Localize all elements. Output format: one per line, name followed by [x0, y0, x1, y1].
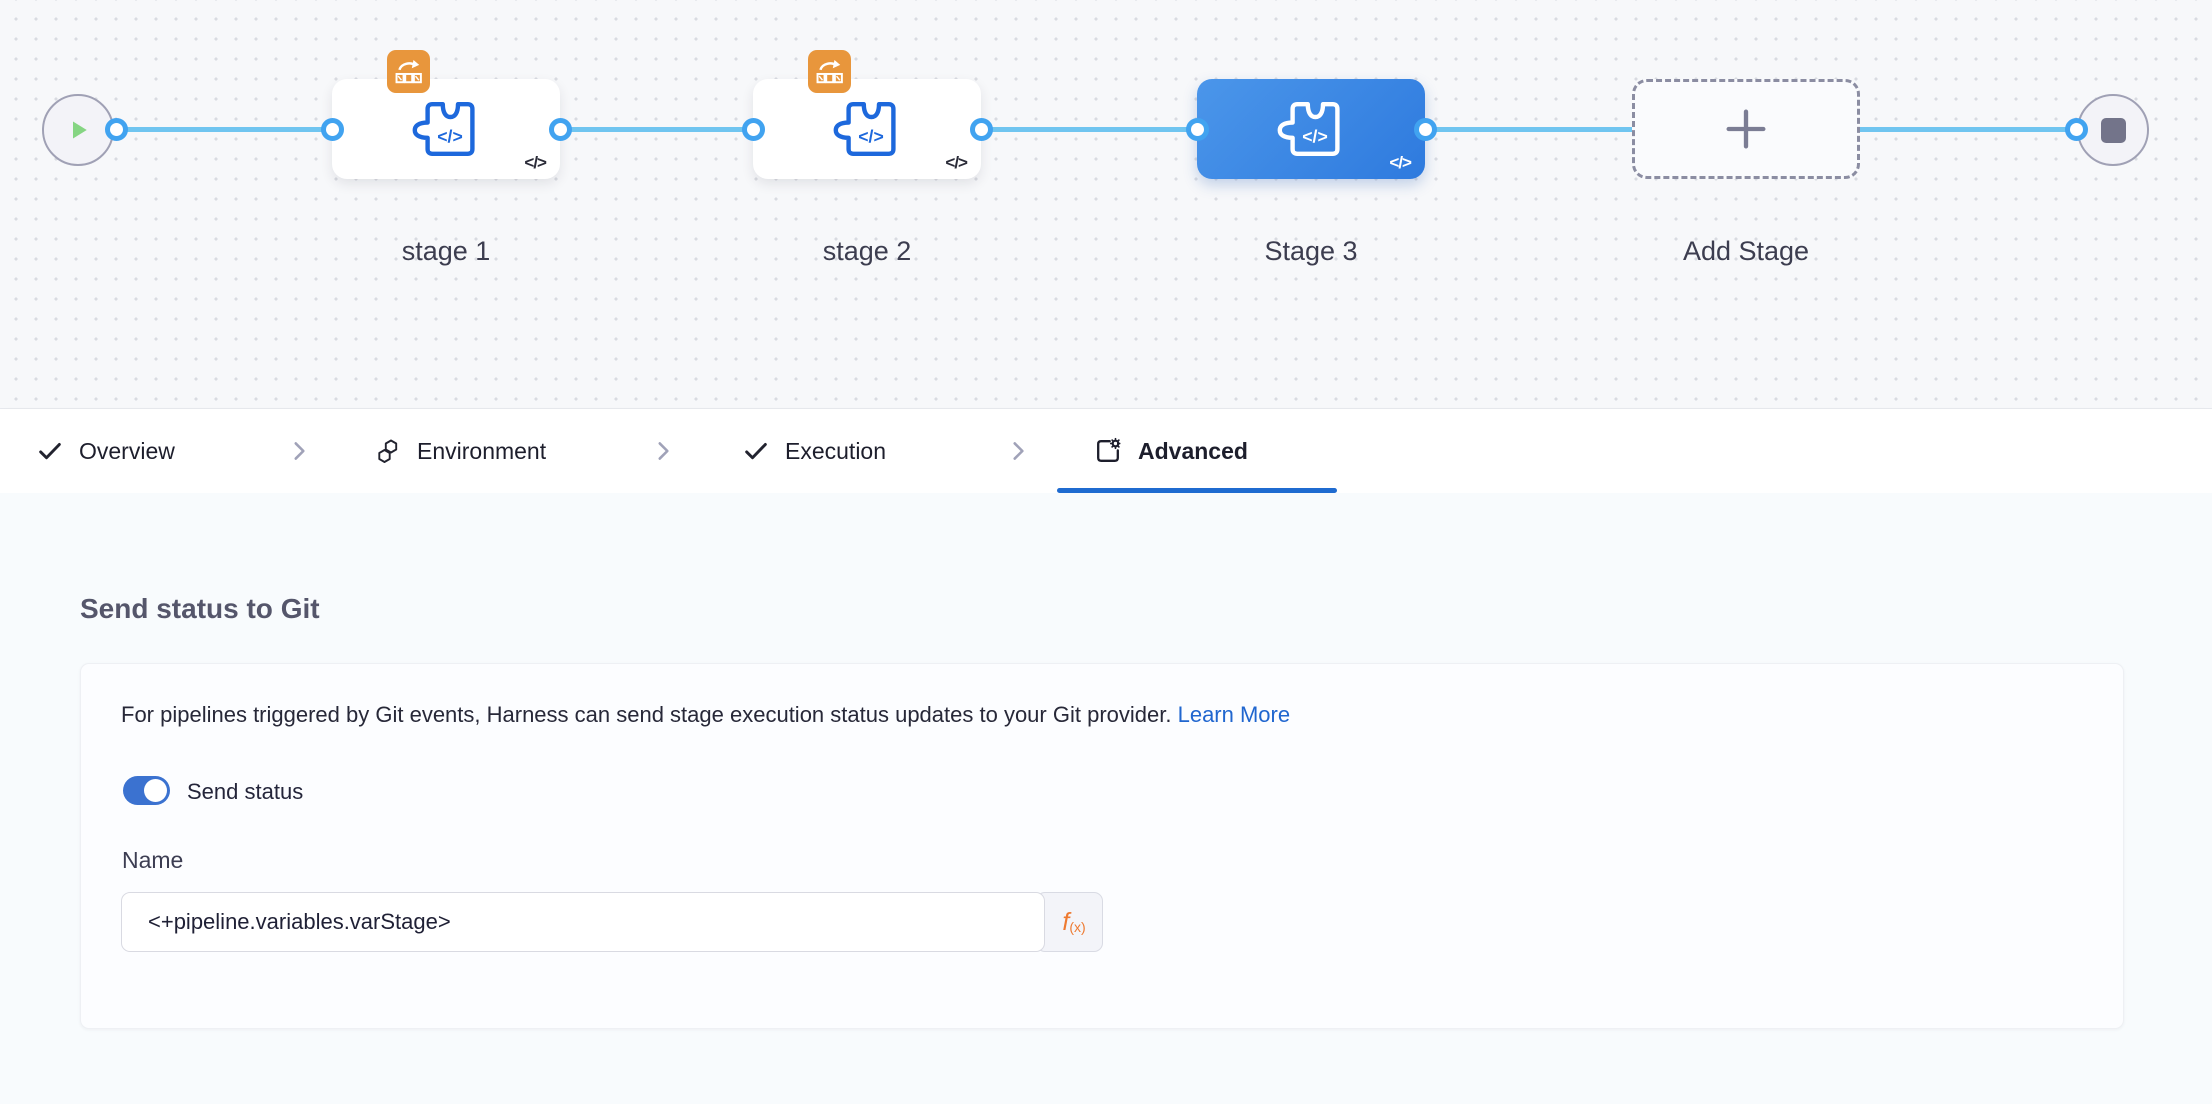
check-icon: [39, 443, 61, 460]
stage-type-badge-icon: [387, 50, 430, 93]
environment-icon: [378, 439, 398, 463]
toggle-label: Send status: [187, 779, 304, 804]
connector-port: [970, 118, 993, 141]
custom-stage-puzzle-icon: </>: [412, 102, 475, 156]
connector-port: [321, 118, 344, 141]
connector-port: [2065, 118, 2088, 141]
tab-label: Environment: [417, 437, 547, 464]
plus-icon: [1726, 109, 1766, 149]
description-text: For pipelines triggered by Git events, H…: [121, 702, 1290, 728]
svg-text:</>: </>: [1302, 127, 1327, 147]
connector-port: [549, 118, 572, 141]
play-icon: [73, 121, 87, 139]
stage-type-badge-icon: [808, 50, 851, 93]
chevron-right-icon: [658, 442, 669, 460]
stage-tab-bar: Overview Environment Execution: [0, 409, 2212, 493]
connector-line: [116, 127, 2080, 132]
advanced-gear-icon: [1097, 437, 1121, 462]
stage-label: Stage 3: [1264, 236, 1358, 266]
chevron-right-icon: [1013, 442, 1024, 460]
svg-text:</>: </>: [437, 127, 462, 147]
tab-label: Execution: [785, 437, 887, 464]
code-chip-icon: </>: [524, 153, 547, 172]
active-tab-underline: [1057, 488, 1337, 493]
expression-fx-button[interactable]: f (x): [1036, 892, 1103, 952]
start-node[interactable]: [42, 94, 114, 166]
tab-label: Overview: [79, 437, 175, 464]
stage-node-3[interactable]: </> </>: [1197, 79, 1425, 179]
code-chip-icon: </>: [1389, 153, 1412, 172]
connector-port: [742, 118, 765, 141]
add-stage-label: Add Stage: [1682, 236, 1810, 266]
custom-stage-puzzle-icon: </>: [833, 102, 896, 156]
learn-more-link[interactable]: Learn More: [1177, 702, 1291, 727]
fx-icon: f: [1062, 907, 1070, 936]
tab-execution[interactable]: Execution: [742, 409, 886, 493]
check-icon: [745, 443, 767, 460]
send-status-card: For pipelines triggered by Git events, H…: [80, 663, 2124, 1029]
code-chip-icon: </>: [945, 153, 968, 172]
name-input-group: f (x): [121, 892, 1103, 952]
send-status-toggle[interactable]: [123, 776, 170, 805]
stage-label: stage 2: [822, 236, 912, 266]
tab-advanced[interactable]: Advanced: [1093, 409, 1248, 493]
description-body: For pipelines triggered by Git events, H…: [121, 702, 1172, 727]
connector-port: [1414, 118, 1437, 141]
advanced-panel: Send status to Git For pipelines trigger…: [0, 493, 2212, 1104]
svg-text:</>: </>: [858, 127, 883, 147]
stage-label: stage 1: [401, 236, 491, 266]
tab-environment[interactable]: Environment: [374, 409, 546, 493]
tab-label: Advanced: [1138, 437, 1248, 464]
tab-overview[interactable]: Overview: [36, 409, 175, 493]
pipeline-canvas[interactable]: </> </> </> </>: [0, 0, 2212, 409]
stop-icon: [2100, 117, 2126, 143]
stage-node-2[interactable]: </> </>: [753, 50, 981, 179]
stage-node-1[interactable]: </> </>: [332, 50, 560, 179]
name-label: Name: [122, 847, 184, 873]
end-node[interactable]: [2077, 94, 2149, 166]
connector-port: [105, 118, 128, 141]
toggle-knob: [144, 779, 167, 802]
name-input[interactable]: [121, 892, 1045, 952]
chevron-right-icon: [294, 442, 305, 460]
connector-port: [1186, 118, 1209, 141]
custom-stage-puzzle-icon: </>: [1277, 102, 1340, 156]
page-title: Send status to Git: [80, 593, 320, 624]
add-stage-node[interactable]: [1632, 79, 1860, 179]
